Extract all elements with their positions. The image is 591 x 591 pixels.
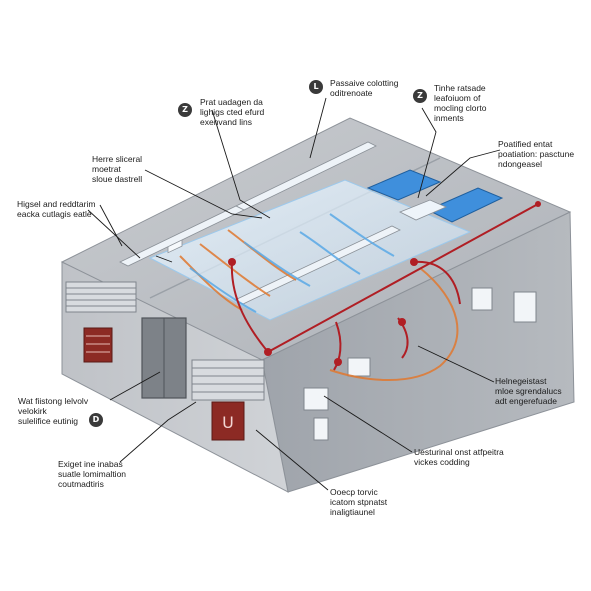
main-door	[141, 317, 187, 399]
callout-left-mid: Higsel and reddtarim eacka cutlagis eatl…	[17, 199, 96, 219]
exhaust-vent-left	[83, 327, 113, 363]
front-louvres	[65, 281, 265, 401]
callout-left-upper: Herre sliceral moetrat sloue dastrell	[92, 154, 143, 184]
callout-right-upper: Poatified entat poatiation: pasctune ndo…	[498, 139, 575, 169]
callout-right-mid: Helnegeistast mloe sgrendalucs adt enger…	[495, 376, 562, 406]
cool-air-streams	[189, 213, 395, 313]
callout-bottom-center: Ooecp torvic icatom stpnatst inaligtiaun…	[330, 487, 388, 517]
callout-top-left-upper: Prat uadagen da lighigs cted efurd exenv…	[200, 97, 265, 127]
leader-lines	[87, 97, 501, 491]
callout-badge-left-lower: D	[89, 413, 103, 427]
airflow-zone	[148, 179, 472, 321]
callout-top-center: Passaive colotting oditrenoate	[330, 78, 399, 98]
exhaust-vent-right: U	[211, 401, 245, 441]
callout-top-right: Tinhe ratsade leafoiuom of mocling clort…	[434, 83, 487, 123]
callout-bottom-left: Exiget ine inabas suatle lomimaltion cou…	[58, 459, 127, 489]
solar-panel-3	[399, 199, 448, 221]
warm-air-streams	[179, 229, 459, 382]
callout-bottom-right: Uesturinal onst atfpeitra vickes codding	[414, 447, 504, 467]
exhaust-points	[228, 201, 541, 366]
solar-panel-1	[366, 169, 442, 201]
callout-badge-top-left: Z	[178, 103, 192, 117]
callout-badge-top-center: L	[309, 80, 323, 94]
solar-panels	[366, 169, 504, 223]
side-windows	[303, 287, 537, 441]
solar-panel-2	[426, 187, 504, 223]
callout-left-lower: Wat fiistong lelvolv velokirk sulelifice…	[18, 396, 89, 426]
callout-badge-top-right: Z	[413, 89, 427, 103]
svg-text:U: U	[222, 413, 234, 432]
